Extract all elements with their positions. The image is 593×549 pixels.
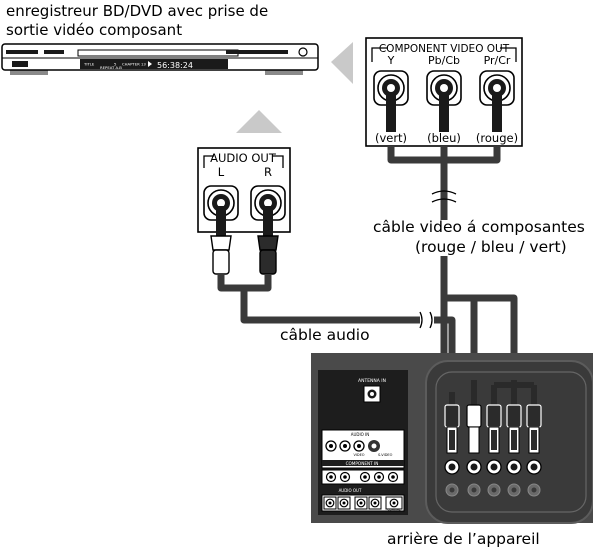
player-title-line1: enregistreur BD/DVD avec prise de: [6, 2, 268, 20]
color-label-green: (vert): [375, 131, 407, 145]
video-cable-label: câble video á composantes: [373, 218, 585, 236]
up-arrow-icon: [236, 110, 282, 133]
tv-plugs: [444, 404, 542, 454]
display-label-chapter: CHAPTER 13: [122, 62, 146, 67]
left-arrow-icon: [331, 42, 353, 84]
display-label-title: TITLE: [83, 62, 95, 67]
audio-plugs: [210, 206, 279, 275]
component-plugs: [386, 94, 502, 132]
audio-left-label: L: [218, 165, 225, 179]
audio-out-panel: AUDIO OUT L R: [197, 147, 291, 233]
player-display: [80, 59, 228, 69]
bd-dvd-player: TITLE 5 CHAPTER 13 REPEAT A-B 56:38:24: [1, 43, 319, 75]
video-cable-colors: (rouge / bleu / vert): [415, 238, 567, 256]
antenna-label: ANTENNA IN: [358, 378, 386, 384]
cable-break-icon: [431, 190, 457, 203]
player-title-line2: sortie vidéo composant: [6, 21, 182, 39]
play-icon: [148, 61, 152, 67]
tv-video-label: VIDEO: [353, 453, 364, 457]
jack-label-pb: Pb/Cb: [428, 54, 460, 67]
audio-out-header: AUDIO OUT: [210, 151, 277, 165]
tv-svideo-label: S-VIDEO: [378, 453, 393, 457]
tv-rear-panel: ANTENNA IN AUDIO IN VIDEO S-VIDEO COMPON…: [311, 353, 593, 524]
display-time: 56:38:24: [157, 61, 193, 70]
tv-audio-in-label: AUDIO IN: [351, 432, 370, 437]
tv-coaxial-label: COAXIAL: [387, 508, 400, 512]
color-label-red: (rouge): [476, 131, 518, 145]
audio-right-label: R: [264, 165, 272, 179]
tv-component-in-label: COMPONENT IN: [346, 461, 379, 466]
color-label-blue: (bleu): [427, 131, 461, 145]
display-label-repeat: REPEAT A-B: [100, 65, 122, 70]
audio-cable-label: câble audio: [280, 326, 370, 344]
audio-cable-break-icon: [419, 311, 433, 329]
tv-input-jacks: [444, 459, 542, 497]
tv-audio-out-label: AUDIO OUT: [339, 488, 362, 493]
jack-label-pr: Pr/Cr: [484, 54, 511, 67]
component-out-header: COMPONENT VIDEO OUT: [379, 43, 510, 55]
display-small-value: 5: [114, 62, 117, 67]
tv-caption: arrière de l’appareil: [387, 530, 540, 548]
jack-label-y: Y: [387, 54, 395, 67]
